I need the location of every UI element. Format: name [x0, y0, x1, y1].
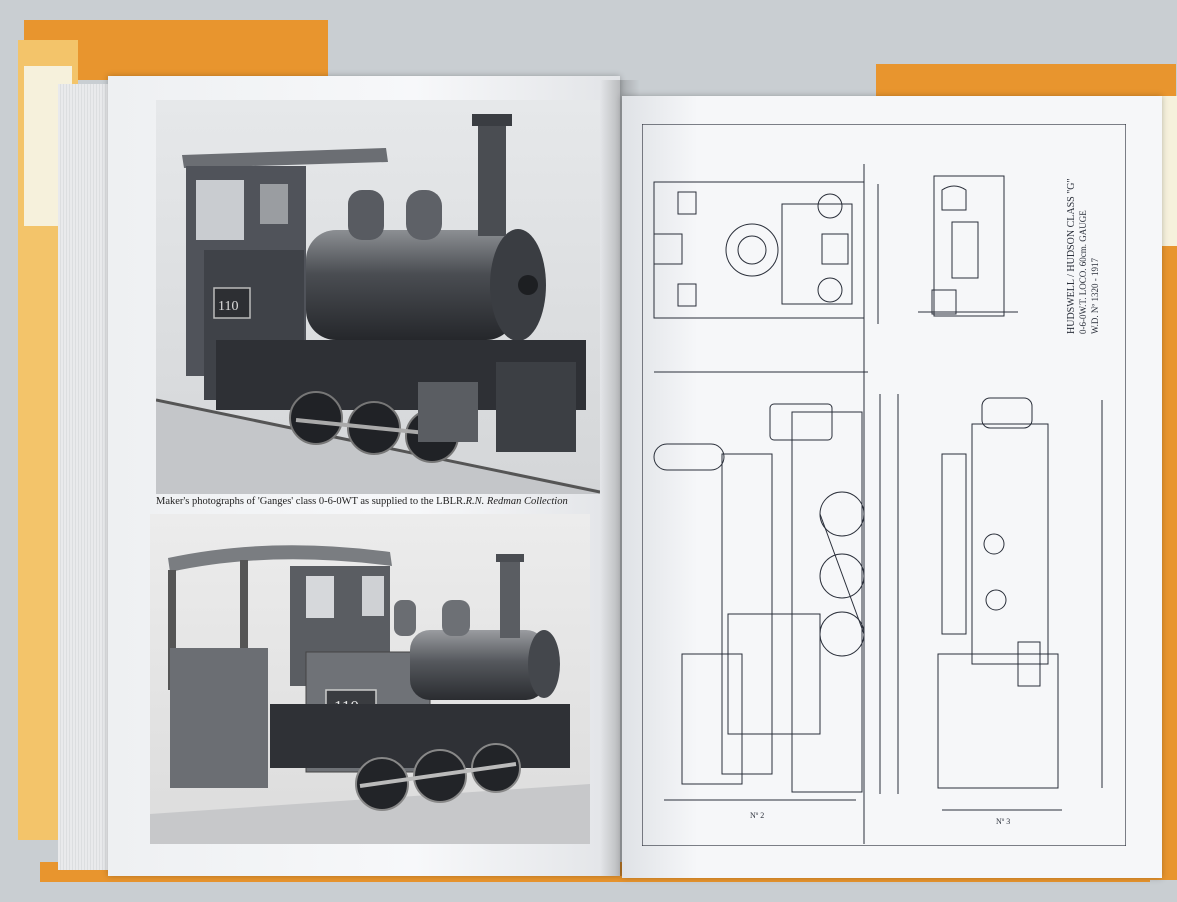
- drawing-title: HUDSWELL / HUDSON CLASS "G": [1066, 178, 1077, 334]
- caption-text: Maker's photographs of 'Ganges' class 0-…: [156, 496, 466, 507]
- right-page: [622, 96, 1162, 878]
- photo-caption: Maker's photographs of 'Ganges' class 0-…: [156, 496, 600, 507]
- caption-credit: R.N. Redman Collection: [465, 496, 568, 507]
- page-stack-edge: [58, 84, 110, 870]
- drawing-subtitle-2: W.D. Nº 1320 - 1917: [1090, 258, 1100, 334]
- top-locomotive-photo: 110: [156, 100, 600, 494]
- engineering-drawing: HUDSWELL / HUDSON CLASS "G" 0-6-0W.T. LO…: [641, 123, 1127, 847]
- top-number-plate: 110: [218, 299, 238, 314]
- view-label-2: Nº 2: [750, 811, 764, 820]
- cover-right-cream-band: [1158, 96, 1177, 246]
- view-label-3: Nº 3: [996, 817, 1010, 826]
- bottom-locomotive-photo: 110: [150, 514, 590, 844]
- drawing-subtitle-1: 0-6-0W.T. LOCO. 60cm. GAUGE: [1078, 210, 1088, 334]
